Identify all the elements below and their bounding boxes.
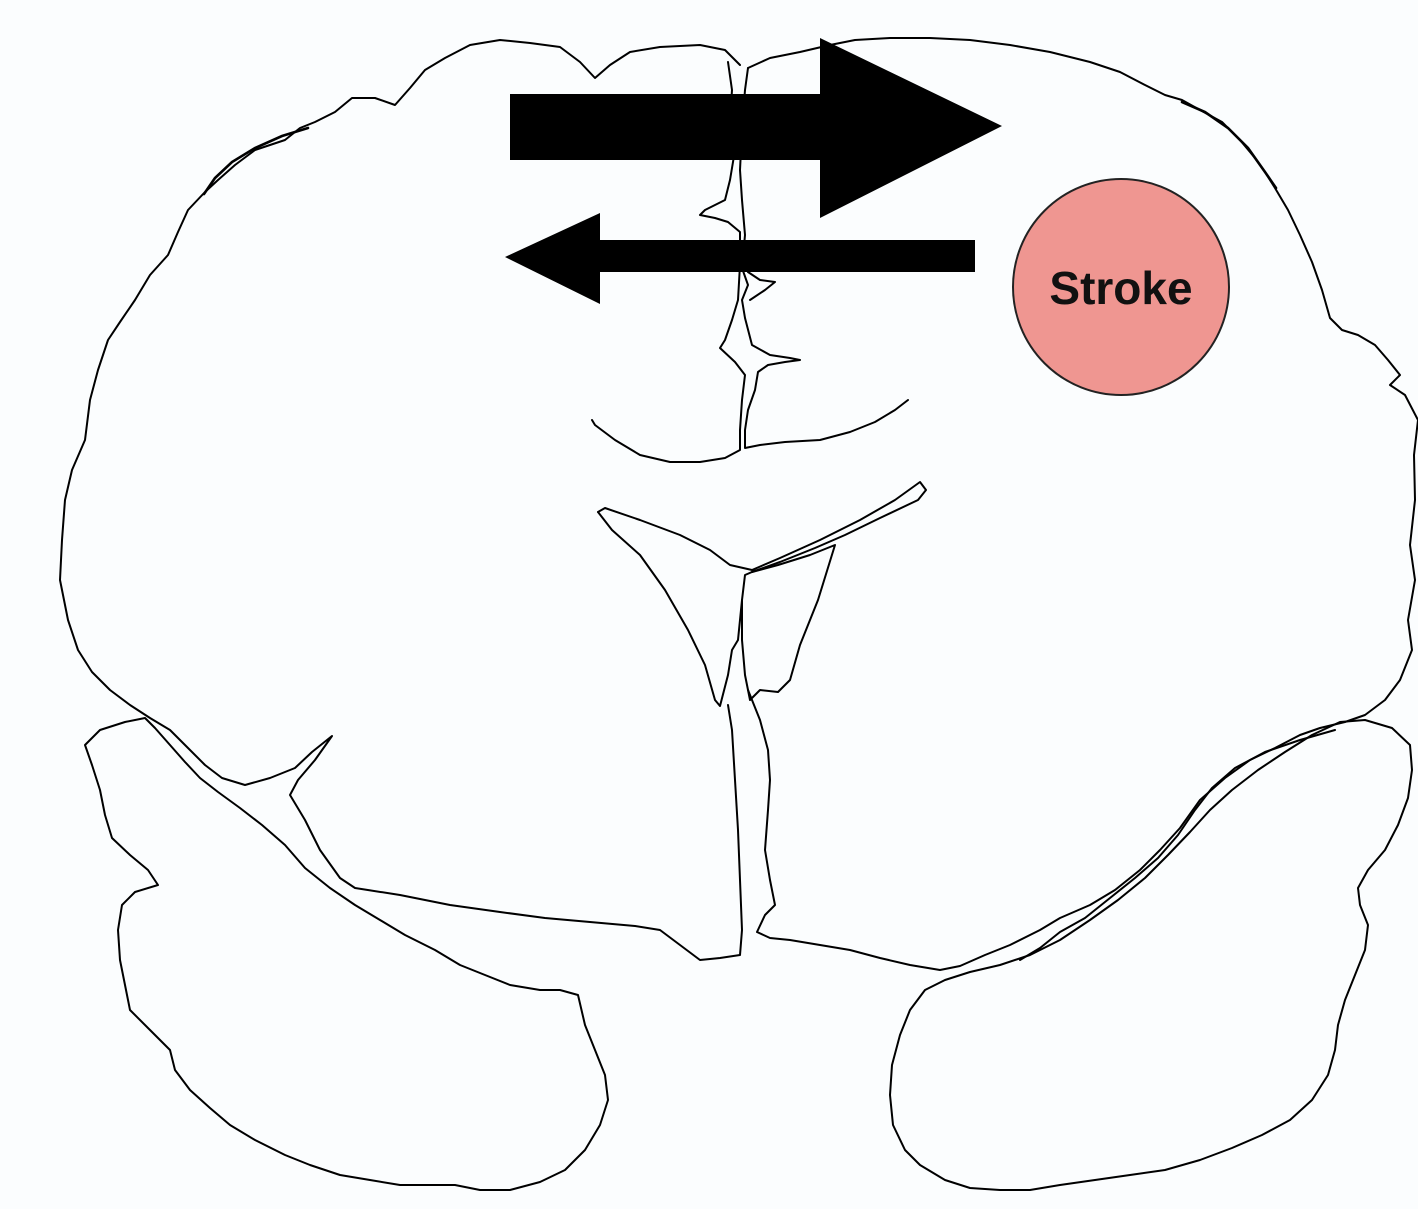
stroke-lesion: Stroke [1013,179,1229,395]
left-hemisphere-outline [60,40,742,960]
left-temporal-lobe [85,718,608,1190]
thin-arrow [505,213,975,304]
corpus-callosum [598,482,926,572]
right-temporal-lobe [890,720,1412,1190]
midline-fissure-notch [748,272,775,300]
stroke-label: Stroke [1049,262,1192,314]
right-cortex-rim [1182,102,1276,188]
left-lateral-ventricle [598,512,752,706]
left-cortex-rim [204,128,308,194]
